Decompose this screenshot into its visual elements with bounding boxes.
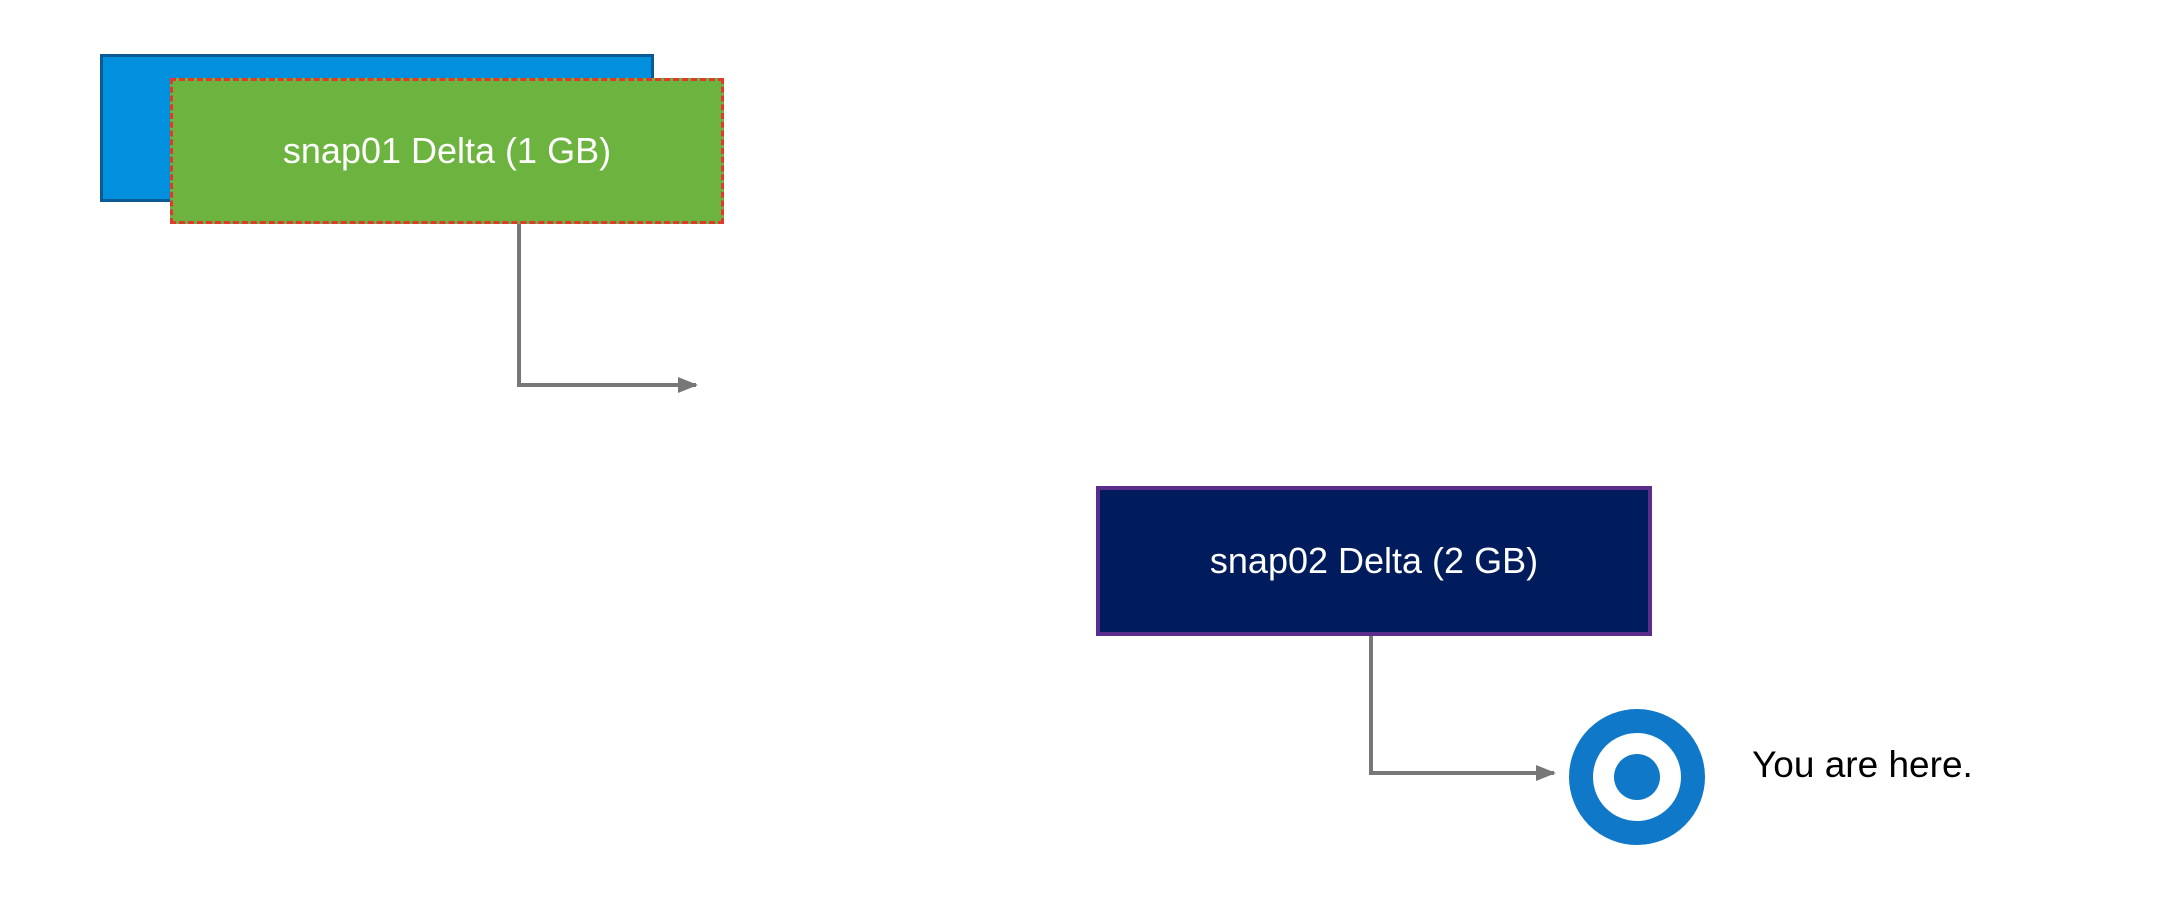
target-icon (1569, 709, 1705, 845)
you-are-here-label: You are here. (1752, 744, 1973, 785)
snap02-connector-arrow (1369, 636, 1556, 781)
snap02-delta-label: snap02 Delta (2 GB) (1209, 540, 1539, 581)
snap01-delta-label: snap01 Delta (1 GB) (282, 130, 612, 171)
snap01-delta-box: snap01 Delta (1 GB) (170, 78, 724, 224)
snap01-connector-arrow (517, 224, 698, 393)
snap02-delta-box: snap02 Delta (2 GB) (1096, 486, 1652, 636)
